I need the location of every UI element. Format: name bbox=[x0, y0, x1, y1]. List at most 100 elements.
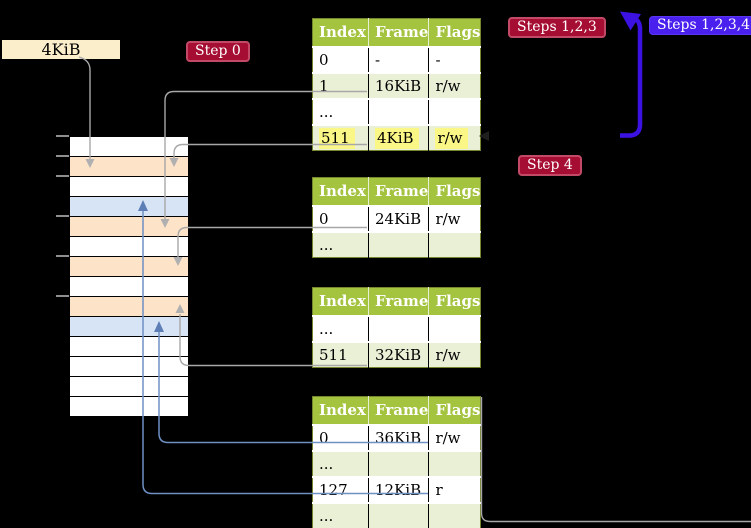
step4-badge: Step 4 bbox=[518, 155, 582, 176]
table-row: ... bbox=[312, 97, 481, 125]
recursive-loop-arrow bbox=[620, 15, 643, 138]
table-cell bbox=[367, 314, 429, 342]
table-cell: r/w bbox=[428, 71, 481, 99]
table-cell: 0 bbox=[312, 45, 369, 73]
table-cell: 511 bbox=[312, 123, 369, 151]
memory-frame-row bbox=[70, 397, 188, 417]
memory-frame-row bbox=[70, 197, 188, 217]
memory-frame-row bbox=[70, 277, 188, 297]
highlighted-value: 4KiB bbox=[375, 127, 419, 149]
table-cell bbox=[367, 230, 429, 258]
table-cell: 12KiB bbox=[367, 475, 429, 503]
table-cell: r/w bbox=[428, 123, 481, 151]
table-cell: 36KiB bbox=[367, 423, 429, 451]
table-cell: 0 bbox=[312, 423, 369, 451]
steps123-badge: Steps 1,2,3 bbox=[508, 17, 606, 38]
table-header-cell: Index bbox=[312, 396, 369, 426]
table-cell: r bbox=[428, 475, 481, 503]
table-cell: 32KiB bbox=[367, 340, 429, 368]
table-header-cell: Flags bbox=[428, 396, 481, 426]
memory-frame-row bbox=[70, 157, 188, 177]
table-cell: 511 bbox=[312, 340, 369, 368]
table-header-cell: Index bbox=[312, 177, 369, 207]
table-row: 0-- bbox=[312, 45, 481, 73]
table-cell bbox=[428, 501, 481, 528]
table-cell bbox=[367, 449, 429, 477]
physical-memory-column bbox=[70, 136, 188, 418]
table-cell: ... bbox=[312, 449, 369, 477]
step0-badge: Step 0 bbox=[186, 41, 250, 62]
table-cell bbox=[428, 449, 481, 477]
table-cell: 127 bbox=[312, 475, 369, 503]
address-tick bbox=[56, 175, 69, 177]
table-cell: - bbox=[428, 45, 481, 73]
memory-frame-row bbox=[70, 377, 188, 397]
table-header-cell: Frame bbox=[367, 18, 429, 48]
table-header-cell: Flags bbox=[428, 18, 481, 48]
table-cell: 24KiB bbox=[367, 204, 429, 232]
table-cell bbox=[428, 230, 481, 258]
memory-frame-row bbox=[70, 137, 188, 157]
table-header-cell: Flags bbox=[428, 287, 481, 317]
table-row: ... bbox=[312, 230, 481, 258]
table-cell: 0 bbox=[312, 204, 369, 232]
memory-frame-row bbox=[70, 257, 188, 277]
table-header-cell: Index bbox=[312, 287, 369, 317]
connector-wrap-around-l1 bbox=[480, 397, 751, 523]
table-row: ... bbox=[312, 314, 481, 342]
table-cell bbox=[367, 501, 429, 528]
highlighted-value: 511 bbox=[319, 127, 355, 149]
memory-frame-row bbox=[70, 337, 188, 357]
table-header-cell: Flags bbox=[428, 177, 481, 207]
memory-frame-row bbox=[70, 357, 188, 377]
table-row: ... bbox=[312, 501, 481, 528]
table-header-cell: Index bbox=[312, 18, 369, 48]
address-tick bbox=[56, 295, 69, 297]
recursive-loop-arrowhead bbox=[620, 11, 641, 31]
memory-frame-row bbox=[70, 297, 188, 317]
table-cell: ... bbox=[312, 314, 369, 342]
table-cell: 4KiB bbox=[367, 123, 429, 151]
table-cell: - bbox=[367, 45, 429, 73]
table-header-cell: Frame bbox=[367, 287, 429, 317]
frame-size-label: 4KiB bbox=[2, 40, 120, 59]
address-tick bbox=[56, 135, 69, 137]
highlighted-value: r/w bbox=[435, 127, 468, 149]
table-cell bbox=[428, 314, 481, 342]
table-cell: ... bbox=[312, 230, 369, 258]
table-header-cell: Frame bbox=[367, 177, 429, 207]
address-tick bbox=[56, 215, 69, 217]
table-cell: 1 bbox=[312, 71, 369, 99]
memory-frame-row bbox=[70, 177, 188, 197]
table-cell bbox=[428, 97, 481, 125]
table-cell: r/w bbox=[428, 340, 481, 368]
memory-frame-row bbox=[70, 317, 188, 337]
memory-frame-row bbox=[70, 217, 188, 237]
table-cell: ... bbox=[312, 97, 369, 125]
table-cell: 16KiB bbox=[367, 71, 429, 99]
table-row: ... bbox=[312, 449, 481, 477]
table-header-cell: Frame bbox=[367, 396, 429, 426]
table-cell: r/w bbox=[428, 204, 481, 232]
address-tick bbox=[56, 255, 69, 257]
memory-frame-row bbox=[70, 237, 188, 257]
table-row: 511 4KiB r/w bbox=[312, 123, 481, 151]
address-tick bbox=[56, 155, 69, 157]
steps1234-badge: Steps 1,2,3,4 bbox=[649, 16, 751, 35]
table-cell: r/w bbox=[428, 423, 481, 451]
table-cell: ... bbox=[312, 501, 369, 528]
